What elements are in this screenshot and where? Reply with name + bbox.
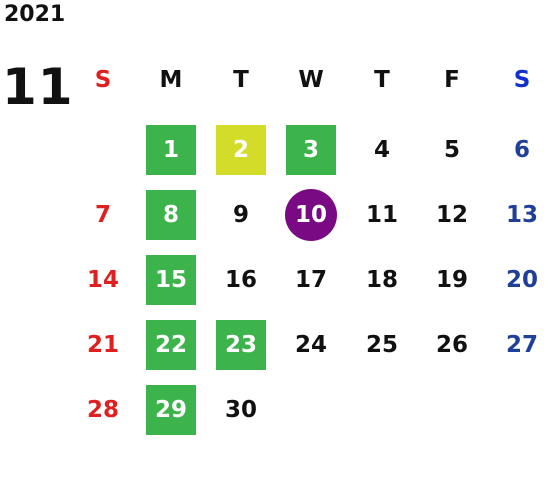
day-cell-16[interactable]: 16 (224, 267, 257, 293)
day-cell-29[interactable]: 29 (146, 385, 196, 435)
day-cell-9[interactable]: 9 (232, 202, 249, 228)
weekday-header-sunday: S (94, 67, 112, 93)
day-cell-11[interactable]: 11 (365, 202, 398, 228)
day-cell-28[interactable]: 28 (86, 397, 119, 423)
day-cell-21[interactable]: 21 (86, 332, 119, 358)
day-cell-13[interactable]: 13 (505, 202, 538, 228)
year-label: 2021 (4, 2, 66, 27)
day-cell-10[interactable]: 10 (285, 189, 337, 241)
day-cell-19[interactable]: 19 (435, 267, 468, 293)
day-cell-8[interactable]: 8 (146, 190, 196, 240)
day-cell-2[interactable]: 2 (216, 125, 266, 175)
weekday-header-saturday: S (513, 67, 531, 93)
weekday-header-tuesday: T (233, 67, 249, 93)
day-cell-7[interactable]: 7 (94, 202, 111, 228)
day-cell-5[interactable]: 5 (443, 137, 460, 163)
day-cell-1[interactable]: 1 (146, 125, 196, 175)
day-cell-12[interactable]: 12 (435, 202, 468, 228)
day-cell-18[interactable]: 18 (365, 267, 398, 293)
day-cell-14[interactable]: 14 (86, 267, 119, 293)
day-cell-6[interactable]: 6 (513, 137, 530, 163)
day-cell-4[interactable]: 4 (373, 137, 390, 163)
weekday-header-wednesday: W (298, 67, 324, 93)
weekday-header-thursday: T (374, 67, 390, 93)
day-cell-27[interactable]: 27 (505, 332, 538, 358)
day-cell-22[interactable]: 22 (146, 320, 196, 370)
day-cell-20[interactable]: 20 (505, 267, 538, 293)
day-cell-24[interactable]: 24 (294, 332, 327, 358)
day-cell-23[interactable]: 23 (216, 320, 266, 370)
day-cell-26[interactable]: 26 (435, 332, 468, 358)
day-cell-30[interactable]: 30 (224, 397, 257, 423)
month-number: 11 (2, 58, 74, 116)
day-cell-17[interactable]: 17 (294, 267, 327, 293)
day-cell-25[interactable]: 25 (365, 332, 398, 358)
weekday-header-monday: M (159, 67, 183, 93)
weekday-header-friday: F (444, 67, 460, 93)
day-cell-15[interactable]: 15 (146, 255, 196, 305)
day-cell-3[interactable]: 3 (286, 125, 336, 175)
